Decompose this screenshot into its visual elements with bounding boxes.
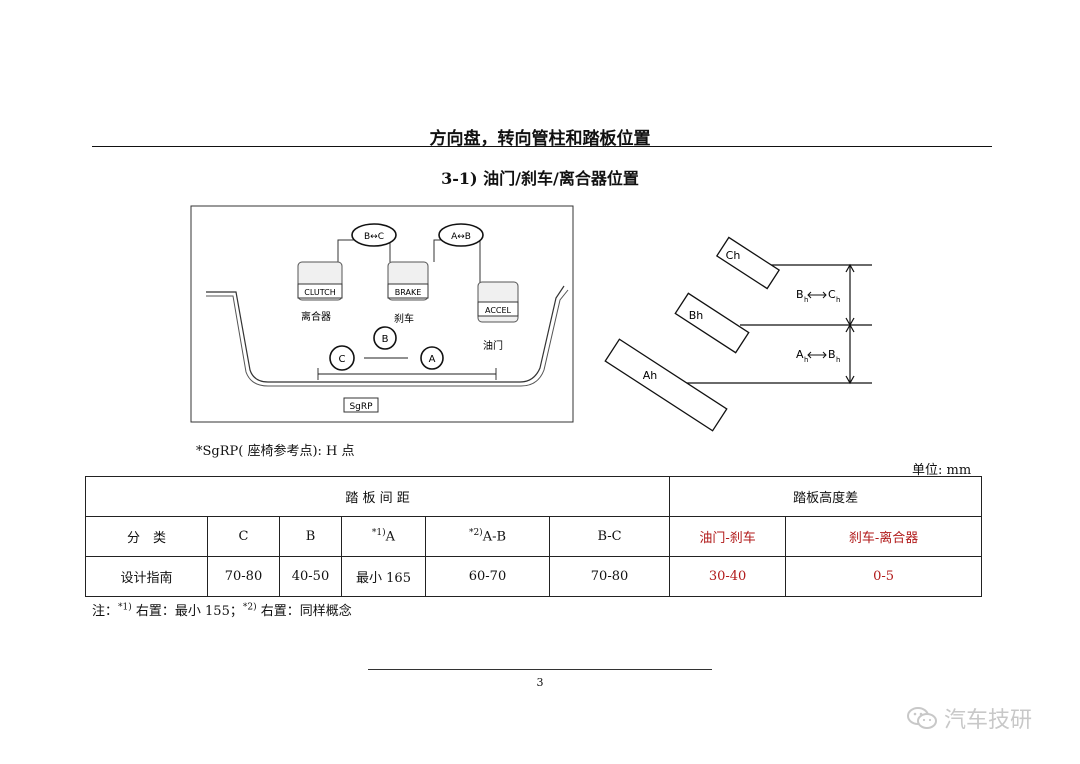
pedal-c-shape	[715, 236, 781, 290]
sgrp-label: SgRP	[349, 402, 373, 412]
cell-a-b: 60-70	[425, 556, 550, 597]
table-column-header-row: 分 类 C B *1)A *2)A-B B-C 油门-刹车 刹车-离合器	[85, 516, 983, 557]
point-a-label: A	[429, 354, 436, 365]
brake-cn-label: 刹车	[394, 312, 414, 325]
floor-outline-inner	[206, 289, 569, 387]
accel-pedal-label: ACCEL	[485, 306, 512, 315]
cell-brake-clutch: 0-5	[785, 556, 983, 597]
gap-oval-bc	[351, 223, 397, 247]
cell-a: 最小 165	[341, 556, 426, 597]
sgrp-box	[343, 397, 379, 413]
brake-pedal-label: BRAKE	[395, 288, 422, 297]
brake-pedal-label-box	[387, 283, 429, 299]
bc-dimension-label: B h C h	[796, 288, 840, 304]
col-header-accel-brake: 油门-刹车	[669, 516, 787, 557]
pedal-spec-table: 踏 板 间 距 踏板高度差 分 类 C B *1)A *2)A-B B-C 油门…	[84, 476, 983, 597]
floor-outline	[206, 285, 565, 383]
svg-text:B: B	[796, 288, 804, 301]
watermark-text: 汽车技研	[944, 708, 1033, 733]
ch-label: Ch	[726, 249, 741, 262]
page-number: 3	[536, 676, 544, 689]
cell-c: 70-80	[207, 556, 280, 597]
footnote: 注：*1) 右置：最小 155；*2) 右置：同样概念	[92, 602, 352, 619]
pedal-height-diff-header: 踏板高度差	[669, 476, 983, 517]
sgrp-note: *SgRP( 座椅参考点): H 点	[196, 444, 355, 459]
svg-text:h: h	[836, 296, 840, 304]
unit-label: 单位: mm	[912, 463, 972, 478]
cell-accel-brake: 30-40	[669, 556, 787, 597]
svg-text:C: C	[828, 288, 836, 301]
svg-text:B: B	[828, 348, 836, 361]
ab-dimension-label: A h B h	[796, 348, 840, 364]
col-header-a-b: *2)A-B	[425, 516, 550, 557]
pedal-a-shape	[604, 338, 728, 432]
svg-text:h: h	[804, 296, 808, 304]
cell-b: 40-50	[279, 556, 342, 597]
svg-text:h: h	[804, 356, 808, 364]
point-c-label: C	[339, 354, 346, 365]
pedal-layout-diagram: CLUTCH 离合器 BRAKE 刹车 ACCEL 油门 B↔C A↔B C B…	[190, 205, 574, 423]
wechat-icon	[907, 707, 937, 729]
ah-label: Ah	[643, 369, 658, 382]
pedal-height-diagram: Ch Bh Ah B h C h A h B h	[604, 236, 872, 432]
cell-category: 设计指南	[85, 556, 208, 597]
col-header-c: C	[207, 516, 280, 557]
clutch-pedal-label-box	[297, 283, 343, 299]
col-header-b: B	[279, 516, 342, 557]
point-b-marker	[373, 326, 397, 350]
point-a-marker	[420, 346, 444, 370]
col-header-b-c: B-C	[548, 516, 671, 557]
table-row: 设计指南 70-80 40-50 最小 165 60-70 70-80 30-4…	[85, 556, 983, 597]
svg-text:h: h	[836, 356, 840, 364]
pedal-b-shape	[674, 292, 750, 354]
gap-label-bc: B↔C	[364, 232, 384, 242]
table-group-header-row: 踏 板 间 距 踏板高度差	[84, 476, 983, 517]
gap-label-ab: A↔B	[451, 232, 471, 242]
footer-rule	[368, 669, 712, 670]
point-b-label: B	[382, 334, 389, 345]
col-header-brake-clutch: 刹车-离合器	[785, 516, 983, 557]
svg-text:A: A	[796, 348, 804, 361]
watermark: 汽车技研	[906, 702, 1032, 734]
accel-cn-label: 油门	[483, 339, 503, 352]
cell-b-c: 70-80	[548, 556, 671, 597]
bh-label: Bh	[689, 309, 704, 322]
page-title: 方向盘，转向管柱和踏板位置	[429, 129, 651, 149]
point-c-marker	[329, 345, 355, 371]
accel-pedal-label-box	[477, 301, 519, 317]
gap-oval-ab	[438, 223, 484, 247]
clutch-cn-label: 离合器	[301, 310, 331, 323]
col-header-a: *1)A	[341, 516, 426, 557]
title-rule	[92, 146, 992, 147]
col-header-category: 分 类	[85, 516, 208, 557]
pedal-spacing-header: 踏 板 间 距	[84, 476, 671, 517]
section-title: 3-1) 油门/刹车/离合器位置	[441, 169, 639, 188]
clutch-pedal-label: CLUTCH	[304, 288, 336, 297]
